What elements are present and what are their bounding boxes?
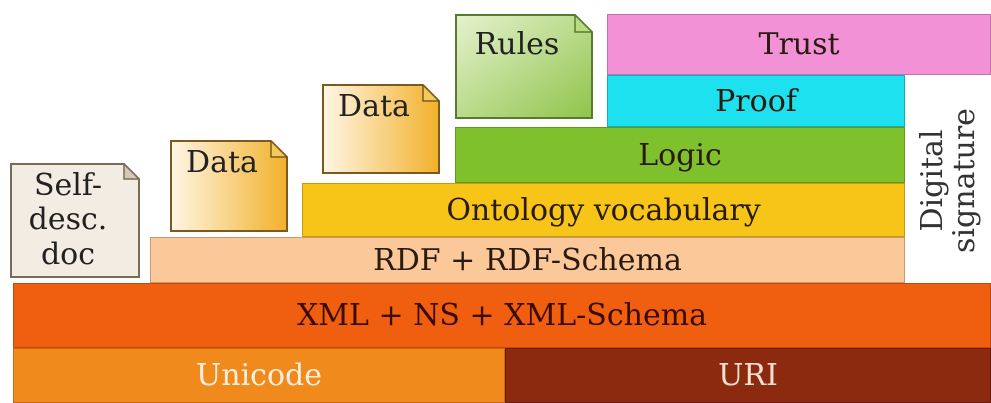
rules-doc-icon (455, 14, 593, 119)
proof-label: Proof (715, 83, 797, 119)
data-doc-1-icon (170, 140, 288, 232)
uri-layer: URI (505, 348, 991, 403)
rules-doc-label: Rules (474, 27, 560, 62)
data-doc-2-icon (322, 84, 440, 174)
trust-label: Trust (758, 27, 840, 62)
rdf-layer: RDF + RDF-Schema (150, 237, 905, 283)
self-desc-doc: Self- desc. doc (10, 163, 140, 278)
data-doc-2-label: Data (338, 89, 410, 124)
self-desc-doc-icon (10, 163, 140, 278)
trust-layer: Trust (607, 14, 991, 75)
logic-label: Logic (638, 137, 722, 173)
xml-label: XML + NS + XML-Schema (296, 298, 708, 333)
unicode-label: Unicode (195, 358, 323, 393)
self-desc-doc-label: Self- desc. doc (28, 167, 108, 272)
digital-signature-label: Digital signature (905, 80, 991, 280)
rdf-label: RDF + RDF-Schema (373, 242, 682, 278)
unicode-layer: Unicode (13, 348, 505, 403)
rules-doc: Rules (455, 14, 593, 119)
data-doc-1: Data (170, 140, 288, 232)
ontology-label: Ontology vocabulary (446, 192, 761, 228)
data-doc-1-label: Data (186, 145, 258, 180)
data-doc-2: Data (322, 84, 440, 174)
logic-layer: Logic (455, 127, 905, 183)
xml-layer: XML + NS + XML-Schema (13, 283, 991, 348)
uri-label: URI (718, 358, 778, 393)
ontology-layer: Ontology vocabulary (302, 183, 905, 237)
proof-layer: Proof (607, 75, 905, 127)
